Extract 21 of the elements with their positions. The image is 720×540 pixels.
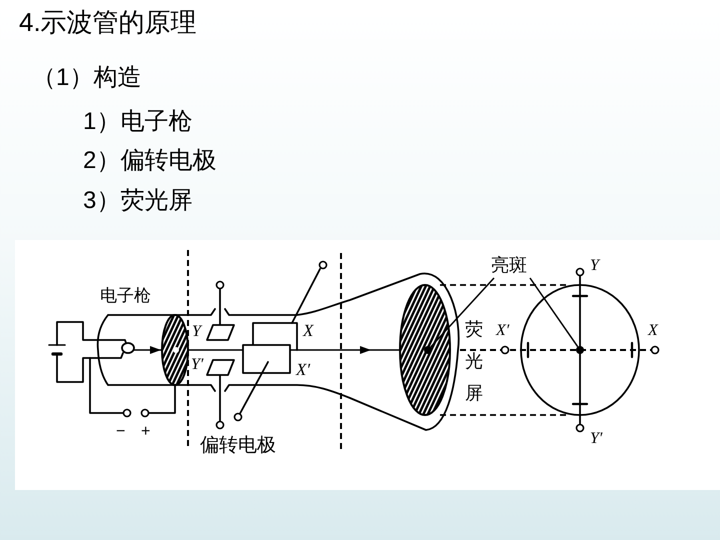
slide-title: 4.示波管的原理 xyxy=(19,8,197,38)
leader-line xyxy=(430,278,495,348)
polarity-sign: − xyxy=(116,423,126,442)
axis-label: X′ xyxy=(496,322,510,340)
list-item: 2）偏转电极 xyxy=(83,147,216,175)
component-label: 偏转电极 xyxy=(200,435,276,457)
callout-label: 亮斑 xyxy=(491,255,533,278)
list-item: 1）电子枪 xyxy=(83,108,192,136)
plate-label: Y xyxy=(192,323,201,342)
polarity-sign: + xyxy=(141,423,150,442)
section-heading: （1）构造 xyxy=(32,64,142,92)
axis-label: Y′ xyxy=(590,430,602,448)
leader-line xyxy=(529,278,578,348)
plate-label: Y′ xyxy=(191,356,204,374)
component-label: 电子枪 xyxy=(100,286,151,306)
plate-label: X xyxy=(303,321,314,341)
list-item: 3）荧光屏 xyxy=(83,187,192,215)
component-label: 荧光屏 xyxy=(465,318,483,405)
axis-label: X xyxy=(648,322,658,340)
plate-label: X′ xyxy=(296,360,310,380)
axis-label: Y xyxy=(590,257,599,276)
